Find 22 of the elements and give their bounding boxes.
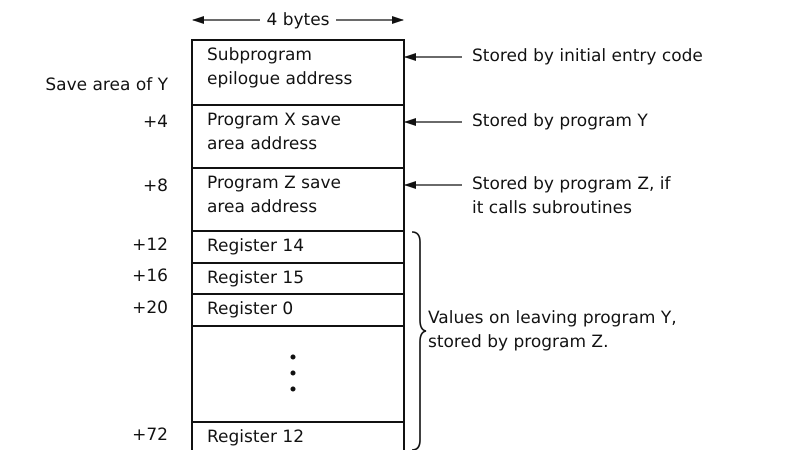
annotation-text: Stored by program Z, if it calls subroutines bbox=[462, 172, 674, 224]
offset-label: +72 bbox=[132, 424, 168, 447]
annotation-text: Stored by initial entry code bbox=[462, 44, 782, 72]
memory-cell bbox=[191, 325, 405, 423]
offset-label: +8 bbox=[142, 175, 168, 198]
row-label: Save area of Y bbox=[45, 74, 168, 97]
arrow bbox=[404, 181, 462, 189]
memory-cell: Program Z save area address bbox=[191, 167, 405, 232]
brace-label: Values on leaving program Y, stored by program Z. bbox=[428, 307, 678, 354]
memory-cell: Register 12 bbox=[191, 421, 405, 450]
offset-label: +16 bbox=[132, 265, 168, 288]
memory-cell: Register 0 bbox=[191, 293, 405, 327]
offset-label: +20 bbox=[132, 297, 168, 320]
offset-label: +4 bbox=[142, 111, 168, 134]
annotation-text: Stored by program Y bbox=[462, 109, 782, 137]
memory-cell: Program X save area address bbox=[191, 104, 405, 169]
memory-cell: Subprogram epilogue address bbox=[191, 39, 405, 106]
offset-label: +12 bbox=[132, 234, 168, 257]
arrow bbox=[404, 53, 462, 61]
memory-cell: Register 15 bbox=[191, 262, 405, 295]
arrow bbox=[404, 118, 462, 126]
memory-cell: Register 14 bbox=[191, 230, 405, 264]
